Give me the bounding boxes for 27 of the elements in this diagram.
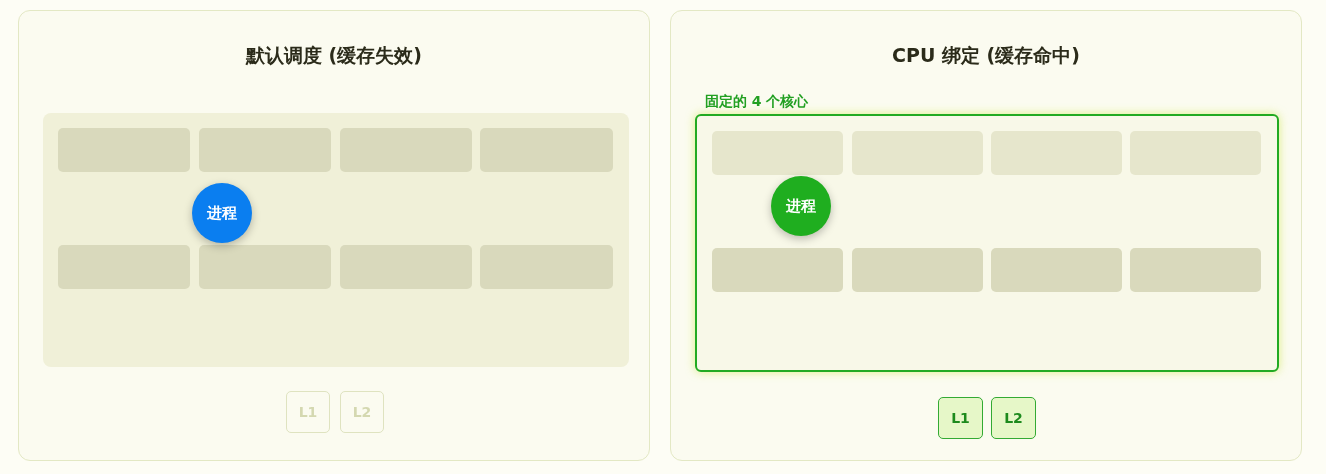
cpu-core-block xyxy=(480,245,613,289)
cpu-core-block xyxy=(480,128,613,172)
cache-level-badge: L1 xyxy=(938,397,983,439)
cpu-core-block xyxy=(58,245,190,289)
process-circle: 进程 xyxy=(192,183,252,243)
cpu-core-block xyxy=(199,128,331,172)
comparison-panel xyxy=(18,10,650,461)
cpu-core-block xyxy=(852,248,983,292)
cache-level-badge: L2 xyxy=(340,391,384,433)
cpu-core-block xyxy=(712,248,843,292)
cpu-core-block xyxy=(340,128,472,172)
panel-title: 默认调度 (缓存失效) xyxy=(244,43,423,68)
cpu-core-block xyxy=(1130,131,1261,175)
cache-level-badge: L2 xyxy=(991,397,1036,439)
comparison-panel xyxy=(670,10,1302,461)
cpu-core-block xyxy=(852,131,983,175)
cpu-core-block xyxy=(1130,248,1261,292)
cache-level-badge: L1 xyxy=(286,391,330,433)
core-grid-area xyxy=(43,113,629,367)
cpu-core-block xyxy=(991,131,1122,175)
panel-title: CPU 绑定 (缓存命中) xyxy=(891,43,1081,68)
cpu-core-block xyxy=(712,131,843,175)
cpu-core-block xyxy=(199,245,331,289)
group-label: 固定的 4 个核心 xyxy=(705,93,809,111)
cpu-core-block xyxy=(340,245,472,289)
cpu-core-block xyxy=(58,128,190,172)
cpu-core-block xyxy=(991,248,1122,292)
